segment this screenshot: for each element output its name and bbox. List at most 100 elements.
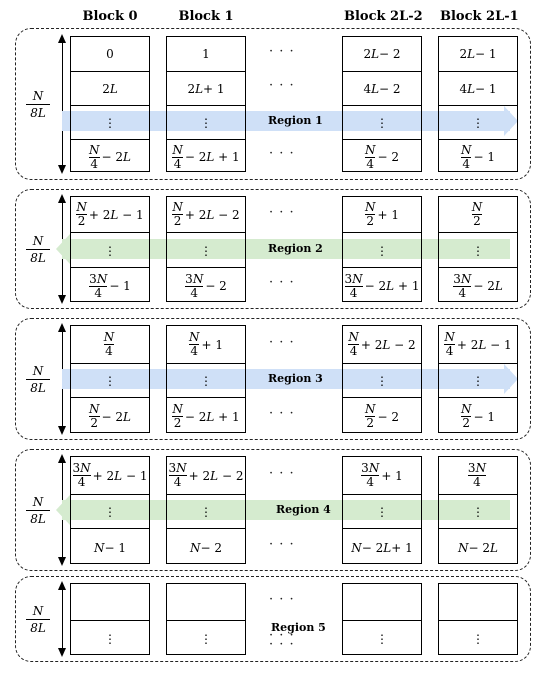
rows-per-region-label: N 8L bbox=[26, 364, 50, 395]
arrow-down-icon bbox=[58, 426, 66, 435]
ellipsis: · · · bbox=[269, 536, 295, 552]
block-cell: ⋮ bbox=[167, 105, 245, 140]
memory-block: ⋮ bbox=[342, 583, 422, 655]
ellipsis: · · · bbox=[269, 637, 295, 652]
block-cell: ⋮ bbox=[343, 620, 421, 657]
block-cell: 0 bbox=[106, 47, 114, 61]
fraction-bar bbox=[26, 249, 50, 250]
block-cell: ⋮ bbox=[439, 105, 517, 140]
block-cell bbox=[167, 584, 245, 620]
label-numerator: N bbox=[32, 234, 44, 248]
fraction-bar bbox=[26, 510, 50, 511]
region-label: Region 1 bbox=[268, 114, 323, 127]
region-label: Region 3 bbox=[268, 372, 323, 385]
block-cell: ⋮ bbox=[343, 494, 421, 529]
region-1-direction-arrow bbox=[62, 111, 510, 131]
arrow-up-icon bbox=[58, 454, 66, 463]
label-numerator: N bbox=[32, 364, 44, 378]
arrow-down-icon bbox=[58, 295, 66, 304]
region-2-box bbox=[15, 189, 531, 309]
label-denominator: 8L bbox=[30, 381, 46, 395]
region-5-box bbox=[15, 576, 531, 662]
block-cell: ⋮ bbox=[71, 232, 149, 268]
label-numerator: N bbox=[32, 89, 44, 103]
block-cell: ⋮ bbox=[343, 105, 421, 140]
block-cell: ⋮ bbox=[167, 620, 245, 657]
block-cell: N − 1 bbox=[71, 528, 149, 566]
arrow-right-icon bbox=[504, 106, 518, 136]
label-denominator: 8L bbox=[30, 512, 46, 526]
column-header: Block 2L-2 bbox=[344, 9, 423, 24]
fraction-bar bbox=[26, 104, 50, 105]
memory-block: ⋮ bbox=[70, 583, 150, 655]
label-denominator: 8L bbox=[30, 106, 46, 120]
ellipsis: · · · bbox=[269, 334, 295, 350]
fraction-bar bbox=[26, 379, 50, 380]
block-cell: ⋮ bbox=[167, 232, 245, 268]
ellipsis: · · · bbox=[269, 146, 295, 161]
block-cell: ⋮ bbox=[71, 620, 149, 657]
ellipsis: · · · bbox=[269, 465, 295, 481]
arrow-down-icon bbox=[58, 648, 66, 657]
ellipsis: · · · bbox=[269, 204, 295, 220]
block-cell: ⋮ bbox=[167, 363, 245, 398]
fraction-bar bbox=[26, 619, 50, 620]
ellipsis: · · · bbox=[269, 405, 295, 421]
region-1-box bbox=[15, 28, 531, 180]
arrow-left-icon bbox=[56, 233, 70, 264]
arrow-down-icon bbox=[58, 165, 66, 174]
arrow-up-icon bbox=[58, 34, 66, 43]
block-cell bbox=[439, 584, 517, 620]
block-cell: ⋮ bbox=[439, 494, 517, 529]
block-cell: ⋮ bbox=[71, 105, 149, 140]
block-cell: ⋮ bbox=[343, 363, 421, 398]
memory-block: ⋮ bbox=[438, 583, 518, 655]
block-cell: ⋮ bbox=[167, 494, 245, 529]
region-label: Region 2 bbox=[268, 241, 323, 255]
column-header: Block 2L-1 bbox=[440, 9, 519, 24]
arrow-up-icon bbox=[58, 581, 66, 590]
block-cell bbox=[71, 584, 149, 620]
ellipsis: · · · bbox=[269, 275, 295, 290]
region-4-box bbox=[15, 449, 531, 571]
arrow-down-icon bbox=[58, 557, 66, 566]
arrow-up-icon bbox=[58, 323, 66, 332]
arrow-up-icon bbox=[58, 194, 66, 203]
region-label: Region 5 bbox=[271, 621, 326, 634]
